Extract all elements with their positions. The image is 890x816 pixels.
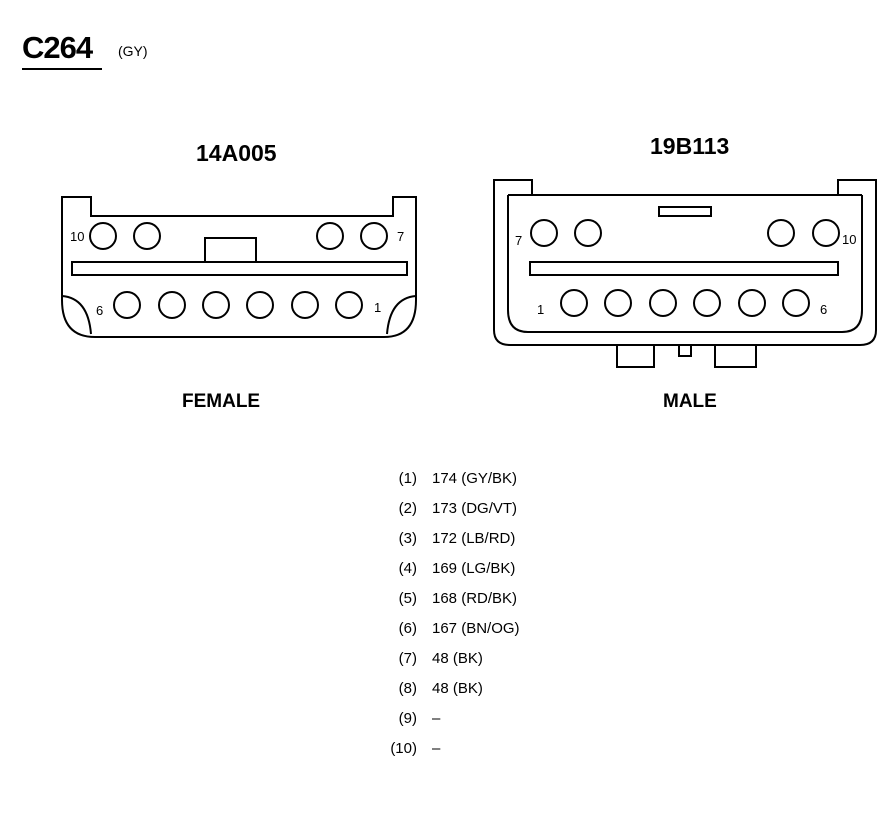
male-pin-6 <box>782 289 810 317</box>
female-pin-1 <box>335 291 363 319</box>
pin-number: (3) <box>398 530 417 547</box>
male-pin-8 <box>574 219 602 247</box>
male-pin-1 <box>560 289 588 317</box>
female-pin-4 <box>202 291 230 319</box>
pin-circuit: 48 (BK) <box>432 650 483 667</box>
male-tab-right <box>714 344 757 368</box>
female-pin-3 <box>246 291 274 319</box>
male-housing-inner <box>507 195 863 333</box>
pin-number: (1) <box>398 470 417 487</box>
female-pin-8 <box>316 222 344 250</box>
female-pin-10 <box>89 222 117 250</box>
female-pin-2 <box>291 291 319 319</box>
pin-number: (7) <box>398 650 417 667</box>
connector-color-code: (GY) <box>118 43 148 59</box>
connector-id: C264 <box>22 30 93 65</box>
pin-number: (10) <box>390 740 417 757</box>
male-pin-3 <box>649 289 677 317</box>
male-pin-2 <box>604 289 632 317</box>
title-underline <box>22 68 102 70</box>
female-pin-7 <box>360 222 388 250</box>
pin-number: (6) <box>398 620 417 637</box>
pin-number: (8) <box>398 680 417 697</box>
male-pin-4 <box>693 289 721 317</box>
female-pin-6 <box>113 291 141 319</box>
pin-circuit: 48 (BK) <box>432 680 483 697</box>
female-corner-right <box>386 295 417 335</box>
female-corner-left <box>61 295 92 335</box>
male-pin-label-6: 6 <box>820 302 827 317</box>
male-pin-label-7: 7 <box>515 233 522 248</box>
female-pin-label-7: 7 <box>397 229 404 244</box>
male-pin-label-1: 1 <box>537 302 544 317</box>
male-tab-left <box>616 344 655 368</box>
male-pin-7 <box>530 219 558 247</box>
male-pin-9 <box>767 219 795 247</box>
pin-circuit: 174 (GY/BK) <box>432 470 518 487</box>
pin-circuit: – <box>432 710 441 727</box>
pin-number: (4) <box>398 560 417 577</box>
male-pin-label-10: 10 <box>842 232 856 247</box>
pin-circuit: – <box>432 740 441 757</box>
pin-number: (2) <box>398 500 417 517</box>
male-connector <box>493 179 877 368</box>
pin-number: (9) <box>398 710 417 727</box>
female-pin-9 <box>133 222 161 250</box>
male-label: MALE <box>663 391 717 412</box>
male-keyway-bar <box>529 261 839 276</box>
male-pin-5 <box>738 289 766 317</box>
pin-circuit: 168 (RD/BK) <box>432 590 518 607</box>
pin-circuit: 172 (LB/RD) <box>432 530 516 547</box>
pin-number: (5) <box>398 590 417 607</box>
female-pin-label-6: 6 <box>96 303 103 318</box>
female-connector <box>61 196 417 338</box>
pin-circuit: 173 (DG/VT) <box>432 500 518 517</box>
male-latch <box>658 206 712 217</box>
female-pin-label-1: 1 <box>374 300 381 315</box>
female-housing-outline <box>61 196 417 338</box>
female-keyway-bar <box>71 261 408 276</box>
pin-circuit: 167 (BN/OG) <box>432 620 520 637</box>
female-pin-5 <box>158 291 186 319</box>
female-pin-label-10: 10 <box>70 229 84 244</box>
female-part-number: 14A005 <box>196 140 277 166</box>
male-pin-10 <box>812 219 840 247</box>
male-tab-center <box>678 344 692 357</box>
female-latch <box>204 237 257 263</box>
pin-circuit: 169 (LG/BK) <box>432 560 516 577</box>
female-label: FEMALE <box>182 391 261 412</box>
male-housing-outer <box>493 179 877 346</box>
male-part-number: 19B113 <box>650 133 730 159</box>
